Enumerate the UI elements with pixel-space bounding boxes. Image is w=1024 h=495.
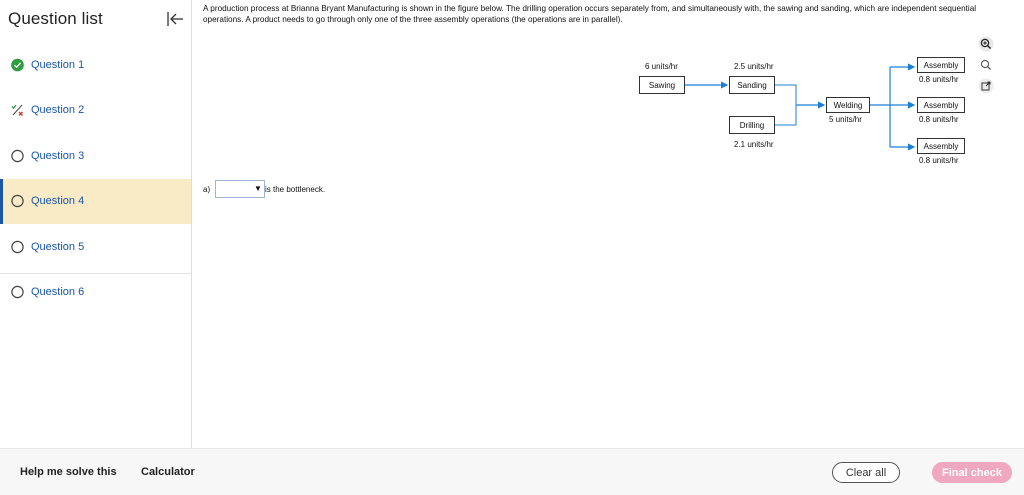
assembly-rate-2: 0.8 units/hr — [919, 115, 959, 124]
list-divider — [0, 273, 191, 274]
question-label: Question 5 — [31, 240, 85, 253]
question-label: Question 2 — [31, 104, 85, 117]
question-item-2[interactable]: Question 2 — [0, 88, 191, 134]
check-circle-icon — [11, 58, 24, 72]
sidebar-title: Question list — [8, 9, 103, 28]
partial-credit-icon — [11, 104, 23, 117]
answer-suffix: is the bottleneck. — [265, 185, 326, 194]
question-item-4[interactable]: Question 4 — [0, 178, 191, 224]
drilling-rate: 2.1 units/hr — [734, 140, 774, 149]
drilling-box: Drilling — [729, 116, 775, 134]
question-item-6[interactable]: Question 6 — [0, 270, 191, 316]
empty-circle-icon — [11, 149, 24, 162]
question-item-3[interactable]: Question 3 — [0, 133, 191, 179]
dropdown-arrow-icon: ▼ — [254, 184, 262, 193]
question-content: A production process at Brianna Bryant M… — [203, 0, 1003, 448]
question-item-1[interactable]: Question 1 — [0, 42, 191, 88]
clear-all-button[interactable]: Clear all — [832, 462, 900, 483]
open-external-icon[interactable] — [978, 78, 994, 94]
question-prompt: A production process at Brianna Bryant M… — [203, 4, 977, 24]
sawing-box: Sawing — [639, 76, 685, 94]
welding-rate: 5 units/hr — [829, 115, 862, 124]
assembly-rate-3: 0.8 units/hr — [919, 156, 959, 165]
final-check-button[interactable]: Final check — [932, 462, 1012, 483]
sanding-rate: 2.5 units/hr — [734, 62, 774, 71]
calculator-link[interactable]: Calculator — [141, 466, 195, 478]
bottleneck-dropdown[interactable]: ▼ — [215, 180, 265, 198]
assembly-box-1: Assembly — [917, 57, 965, 73]
sawing-rate: 6 units/hr — [645, 62, 678, 71]
empty-circle-icon — [11, 195, 24, 208]
part-label: a) — [203, 185, 211, 194]
question-label: Question 6 — [31, 286, 85, 299]
footer-bar: Help me solve this Calculator Clear all … — [0, 448, 1024, 495]
collapse-sidebar-icon[interactable] — [165, 10, 185, 28]
question-label: Question 1 — [31, 58, 85, 71]
assembly-box-2: Assembly — [917, 97, 965, 113]
question-label: Question 3 — [31, 149, 85, 162]
zoom-out-icon[interactable] — [978, 57, 994, 73]
sidebar-header: Question list — [0, 0, 191, 40]
assembly-rate-1: 0.8 units/hr — [919, 75, 959, 84]
question-list: Question 1 Question 2 Question 3 Questio… — [0, 42, 191, 315]
question-label: Question 4 — [31, 195, 85, 208]
zoom-in-icon[interactable] — [978, 36, 994, 52]
question-list-sidebar: Question list Question 1 Question 2 — [0, 0, 192, 448]
help-me-solve-link[interactable]: Help me solve this — [20, 466, 117, 478]
welding-box: Welding — [826, 97, 870, 113]
question-item-5[interactable]: Question 5 — [0, 224, 191, 270]
empty-circle-icon — [11, 286, 24, 299]
process-flow-diagram: 6 units/hr Sawing 2.5 units/hr Sanding D… — [633, 54, 973, 174]
sanding-box: Sanding — [729, 76, 775, 94]
assembly-box-3: Assembly — [917, 138, 965, 154]
flow-arrows — [685, 63, 916, 151]
image-tools — [978, 36, 998, 99]
empty-circle-icon — [11, 240, 24, 253]
